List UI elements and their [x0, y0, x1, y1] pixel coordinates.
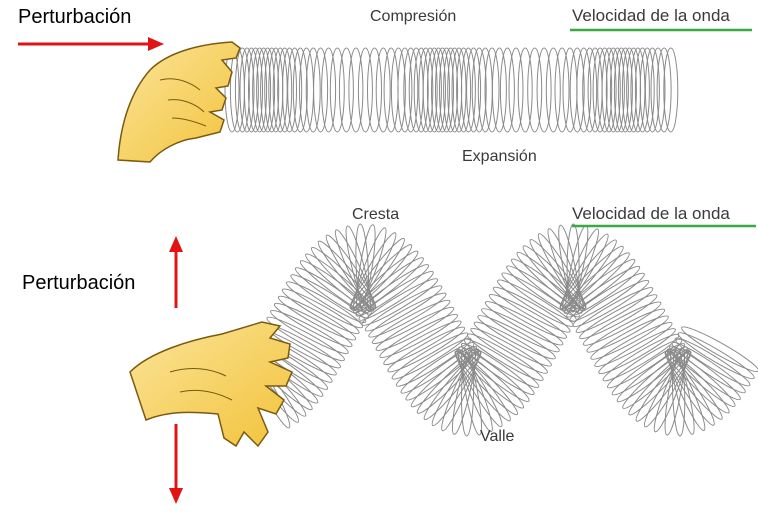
spring-coil — [472, 48, 486, 132]
spring-coil — [509, 48, 523, 132]
hand-icon — [130, 322, 292, 446]
top-wave-velocity-label: Velocidad de la onda — [572, 6, 730, 26]
spring-coil — [577, 290, 660, 343]
spring-coil — [479, 304, 562, 356]
spring-coil — [358, 48, 372, 132]
spring-coil — [592, 318, 675, 371]
spring-coil — [588, 311, 671, 364]
arrow-down-head — [169, 488, 183, 504]
spring-coil — [276, 292, 359, 345]
top-disturbance-label: Perturbación — [18, 6, 131, 29]
spring-coil — [500, 48, 514, 132]
spring-coil — [651, 48, 665, 132]
spring-coil — [330, 48, 344, 132]
arrow-right-head — [148, 37, 164, 51]
transverse-slinky — [241, 224, 758, 436]
spring-coil — [584, 304, 667, 356]
spring-coil — [368, 48, 382, 132]
spring-coil — [373, 303, 456, 355]
crest-label: Cresta — [352, 206, 399, 224]
compression-label: Compresión — [370, 8, 456, 26]
arrow-up-head — [169, 236, 183, 252]
bottom-hand-icon — [130, 322, 292, 446]
spring-coil — [370, 296, 453, 349]
spring-coil — [376, 48, 390, 132]
spring-coil — [632, 348, 696, 425]
spring-coil — [546, 48, 560, 132]
top-disturbance-arrow — [18, 37, 164, 51]
hand-icon — [118, 42, 240, 162]
spring-coil — [471, 318, 554, 371]
bottom-disturbance-label: Perturbación — [22, 272, 135, 295]
spring-coil — [366, 289, 449, 342]
trough-label: Valle — [480, 428, 514, 446]
top-hand-icon — [118, 42, 240, 162]
longitudinal-slinky — [225, 48, 678, 132]
spring-coil — [486, 290, 569, 343]
spring-coil — [555, 48, 569, 132]
spring-coil — [537, 48, 551, 132]
expansion-label: Expansión — [462, 148, 537, 166]
spring-coil — [381, 316, 464, 369]
spring-coil — [293, 48, 307, 132]
bottom-wave-velocity-label: Velocidad de la onda — [572, 204, 730, 224]
spring-coil — [322, 48, 336, 132]
